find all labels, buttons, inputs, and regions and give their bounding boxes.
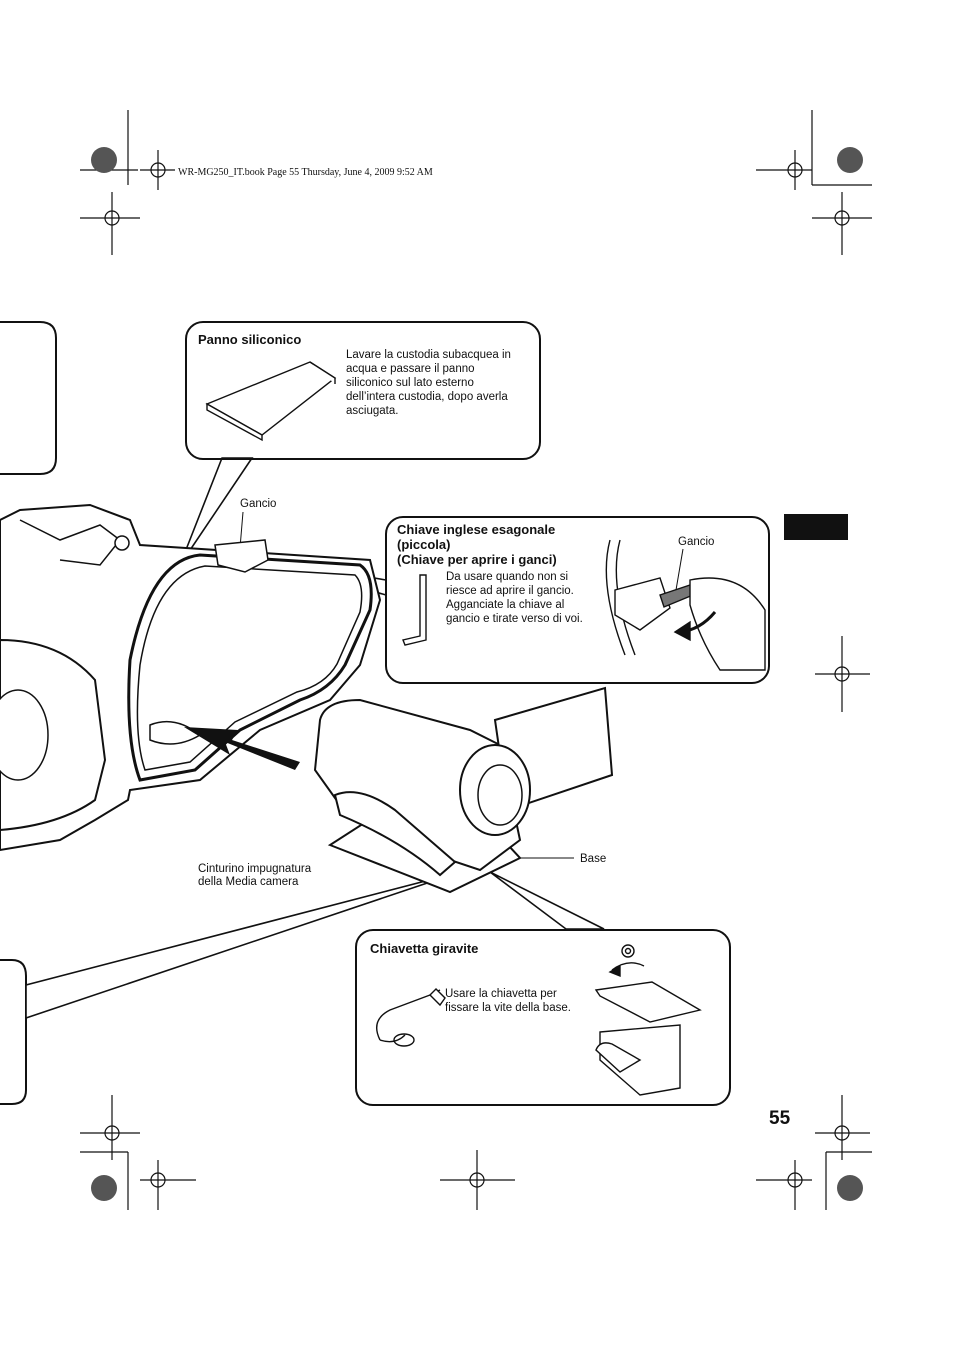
leader-left bbox=[25, 871, 461, 1020]
hook-label: Gancio bbox=[240, 498, 277, 510]
hex-wrench-description: Da usare quando non si riesce ad aprire … bbox=[446, 571, 583, 625]
crop-mark-bottom-right-icon bbox=[756, 1095, 872, 1210]
housing-illustration bbox=[0, 503, 382, 852]
page-number: 55 bbox=[769, 1108, 791, 1129]
hex-wrench-hook-label: Gancio bbox=[678, 536, 715, 548]
hex-wrench-callout bbox=[385, 516, 770, 684]
silicone-cloth-description: Lavare la custodia subacquea in acqua e … bbox=[346, 349, 511, 417]
hex-wrench-title-line1: Chiave inglese esagonale bbox=[397, 522, 556, 537]
crop-mark-bottom-left-icon bbox=[80, 1095, 196, 1210]
crop-mark-bottom-center-icon bbox=[440, 1150, 515, 1210]
base-plate-screw-icon bbox=[594, 944, 702, 1096]
hex-wrench-title-line3: (Chiave per aprire i ganci) bbox=[397, 552, 557, 567]
screwdriver-key-description: Usare la chiavetta per fissare la vite d… bbox=[445, 988, 571, 1014]
camcorder-illustration bbox=[313, 686, 614, 894]
print-header: WR-MG250_IT.book Page 55 Thursday, June … bbox=[178, 167, 433, 178]
leader-screwdriver bbox=[489, 871, 605, 930]
silicone-cloth-title: Panno siliconico bbox=[198, 332, 302, 347]
screwdriver-key-icon bbox=[376, 988, 446, 1047]
screwdriver-key-title: Chiavetta giravite bbox=[370, 941, 479, 956]
insert-arrow-icon bbox=[184, 727, 300, 770]
screwdriver-key-callout bbox=[355, 929, 731, 1106]
registration-disks bbox=[91, 147, 863, 1201]
grip-strap-label-line1: Cinturino impugnatura bbox=[198, 863, 312, 875]
section-tab bbox=[784, 514, 848, 540]
crop-mark-right-middle-icon bbox=[815, 636, 870, 712]
crop-mark-top-right-icon bbox=[756, 110, 872, 255]
base-label: Base bbox=[580, 853, 607, 865]
silicone-cloth-icon bbox=[205, 361, 337, 442]
grip-strap-label-line2: della Media camera bbox=[198, 876, 299, 888]
hex-wrench-title-line2: (piccola) bbox=[397, 537, 451, 552]
crop-mark-top-left-icon bbox=[80, 110, 175, 255]
partial-box-left-top bbox=[0, 321, 57, 475]
hex-wrench-icon bbox=[402, 574, 427, 646]
partial-box-left-bottom bbox=[0, 959, 27, 1105]
hook-release-icon bbox=[605, 539, 766, 671]
silicone-cloth-callout bbox=[185, 321, 541, 460]
